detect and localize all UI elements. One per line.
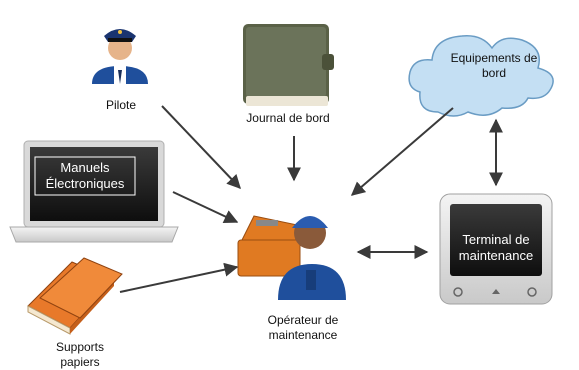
logbook-label: Journal de bord bbox=[246, 111, 330, 125]
books-icon bbox=[27, 257, 123, 335]
arrow-equipment-to-operator bbox=[350, 107, 454, 196]
arrows bbox=[119, 105, 503, 293]
arrow-pilot-to-operator bbox=[161, 105, 241, 190]
terminal-icon bbox=[439, 193, 553, 305]
terminal-label: Terminal de maintenance bbox=[458, 232, 534, 263]
equipment-label: Equipements de bord bbox=[450, 51, 538, 80]
technician-icon bbox=[237, 215, 346, 300]
arrow-paper-to-operator bbox=[119, 262, 239, 293]
manuals-label: Manuels Électroniques bbox=[45, 160, 125, 191]
technician-label: Opérateur de maintenance bbox=[267, 313, 339, 342]
laptop-icon bbox=[9, 140, 179, 243]
pilot-label: Pilote bbox=[105, 98, 137, 112]
pilot-icon bbox=[92, 29, 148, 84]
cloud-icon bbox=[408, 35, 554, 117]
logbook-icon bbox=[243, 24, 334, 106]
arrow-manuals-to-operator bbox=[172, 191, 239, 223]
paper-label: Supports papiers bbox=[55, 340, 105, 369]
